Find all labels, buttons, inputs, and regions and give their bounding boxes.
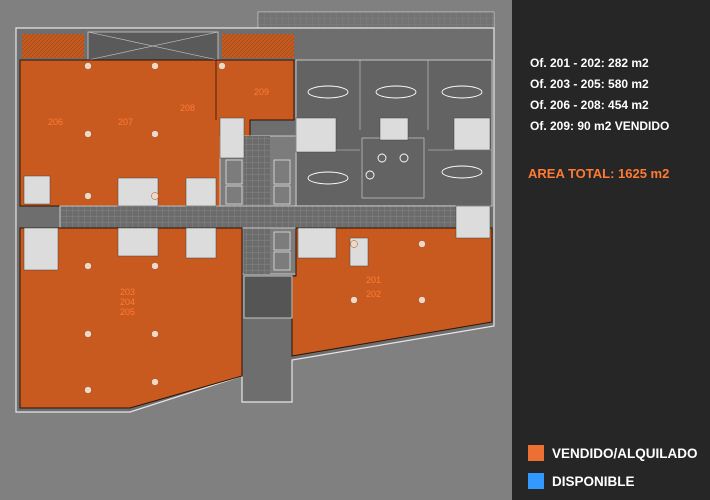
office-zone-201-202 <box>291 227 493 357</box>
service-blocks <box>23 117 491 271</box>
unit-label-206: 206 <box>48 117 63 127</box>
legend-sold: VENDIDO/ALQUILADO <box>528 445 698 461</box>
area-201-202: Of. 201 - 202: 282 m2 <box>530 56 649 70</box>
info-panel: Of. 201 - 202: 282 m2 Of. 203 - 205: 580… <box>512 0 710 500</box>
unit-label-201: 201 <box>366 275 381 285</box>
legend-label-sold: VENDIDO/ALQUILADO <box>552 445 698 461</box>
columns <box>84 62 426 394</box>
unit-label-203: 203 <box>120 287 135 297</box>
legend-swatch-sold <box>528 445 544 461</box>
unit-label-208: 208 <box>180 103 195 113</box>
void-shaft <box>87 31 219 61</box>
area-203-205: Of. 203 - 205: 580 m2 <box>530 77 649 91</box>
unit-label-204: 204 <box>120 297 135 307</box>
legend-label-available: DISPONIBLE <box>552 473 635 489</box>
elevator-shaft <box>243 275 293 319</box>
unit-label-205: 205 <box>120 307 135 317</box>
area-206-208: Of. 206 - 208: 454 m2 <box>530 98 649 112</box>
unit-label-202: 202 <box>366 289 381 299</box>
floor-plan: 206 207 208 209 203 204 205 201 202 <box>15 11 495 413</box>
unit-label-209: 209 <box>254 87 269 97</box>
corridor <box>59 205 461 229</box>
area-total: AREA TOTAL: 1625 m2 <box>528 166 670 181</box>
legend-swatch-available <box>528 473 544 489</box>
unit-label-207: 207 <box>118 117 133 127</box>
legend-available: DISPONIBLE <box>528 473 635 489</box>
area-209: Of. 209: 90 m2 VENDIDO <box>530 119 670 133</box>
